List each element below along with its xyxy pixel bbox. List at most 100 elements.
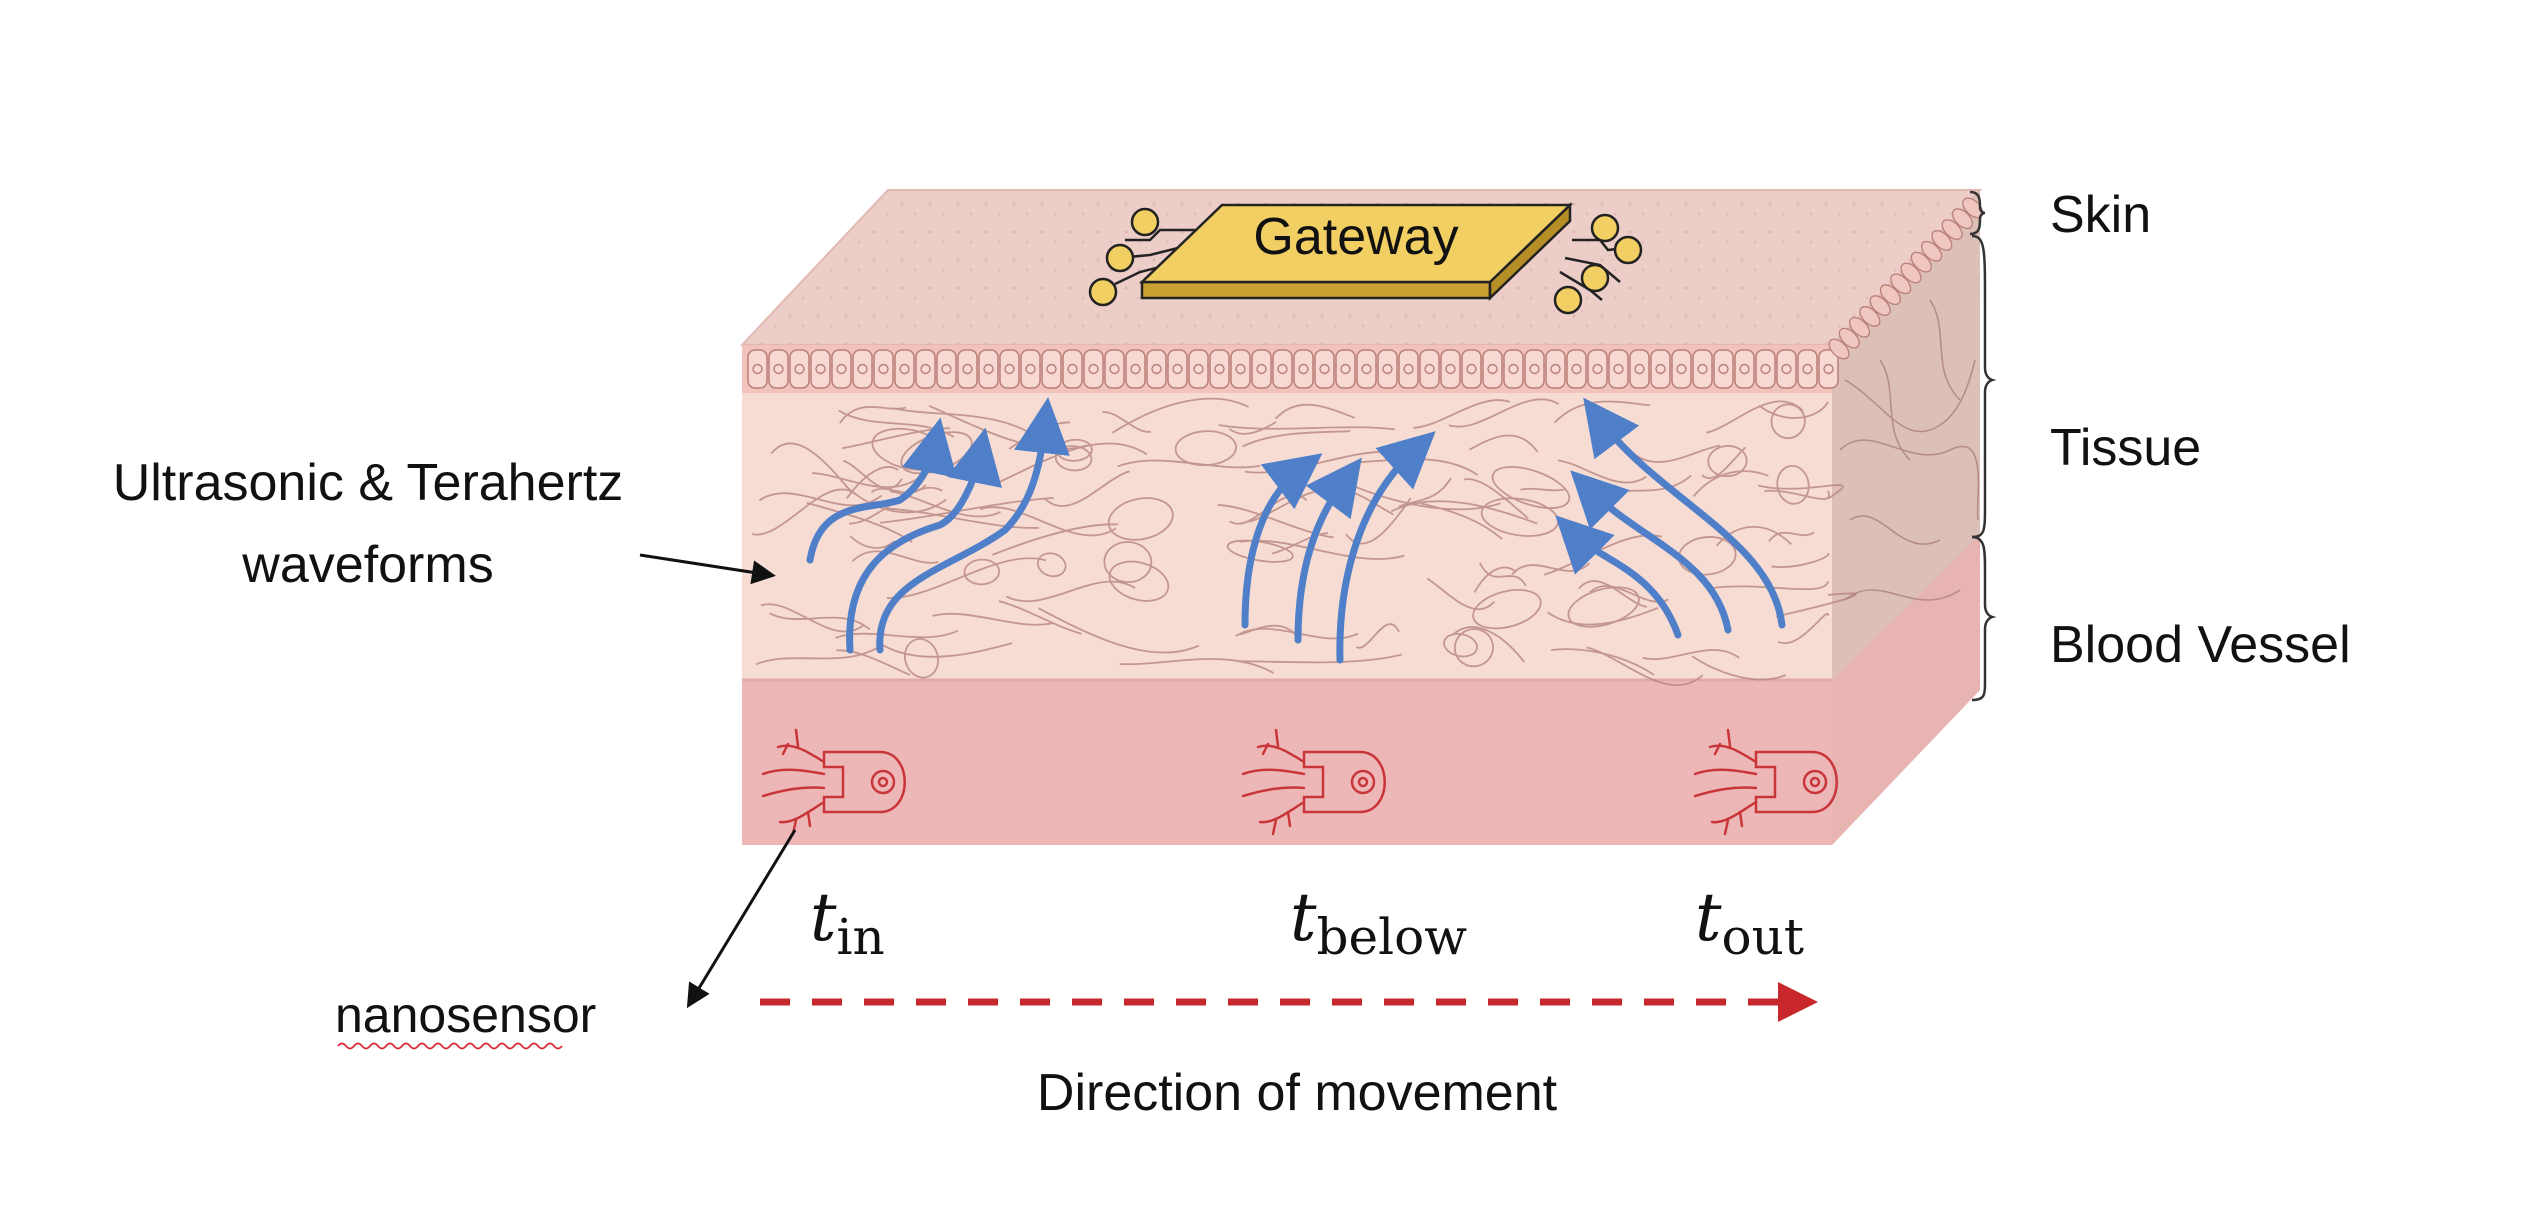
wave-arrow [1555,515,1682,639]
side-cell [1879,284,1901,306]
skin-cell [747,349,768,389]
nanosensors [761,728,1838,836]
skin-cell [1440,349,1461,389]
blood-vessel-label: Blood Vessel [2050,616,2351,674]
time-out-base: t [1695,879,1722,956]
time-below-base: t [1290,879,1317,956]
skin-cell [1314,349,1335,389]
skin-cell [1818,349,1839,389]
skin-cell [1083,349,1104,389]
skin-cell [1776,349,1797,389]
skin-cell [1335,349,1356,389]
movement-arrow-head [1778,982,1818,1022]
time-label-below: tbelow [1290,879,1467,966]
skin-cell-layer [742,345,1839,393]
skin-cell [852,349,873,389]
skin-cell [1209,349,1230,389]
wave-arrow [1241,453,1323,629]
skin-label: Skin [2050,186,2151,244]
skin-cell [1734,349,1755,389]
side-cell [1890,273,1912,295]
time-label-in: tin [810,879,885,966]
skin-cell [768,349,789,389]
side-cell [1838,327,1860,349]
nanosensor-icon [1241,728,1386,836]
skin-cell [1671,349,1692,389]
skin-cell [1146,349,1167,389]
skin-cell [1356,349,1377,389]
blood-vessel-brace [1971,535,1997,702]
blood-vessel-front-face [742,680,1832,845]
gateway-device: Gateway [1088,202,1643,315]
skin-cell [1020,349,1041,389]
skin-cell [1377,349,1398,389]
time-below-sub: below [1317,908,1468,966]
skin-cell [1125,349,1146,389]
skin-brace [1969,190,1986,236]
time-in-sub: in [837,908,885,966]
waveforms-pointer [639,553,776,585]
side-cell [1931,230,1953,251]
skin-cell [936,349,957,389]
side-cell [1941,219,1963,240]
wave-arrow [1583,397,1786,629]
movement-label: Direction of movement [1037,1064,1558,1122]
skin-cell [1188,349,1209,389]
side-cell [1910,251,1932,273]
time-label-out: tout [1695,879,1804,966]
skin-cell [1251,349,1272,389]
skin-cell [1545,349,1566,389]
wave-arrow [1294,457,1362,644]
gateway-pads [1088,207,1643,315]
skin-cell [789,349,810,389]
skin-cell [957,349,978,389]
waveforms-label-line2: waveforms [241,536,493,594]
nanosensor-pointer [686,829,797,1009]
tissue-fibers [751,397,1857,687]
side-cell [1900,262,1922,284]
skin-cell [1608,349,1629,389]
time-out-sub: out [1722,908,1804,966]
wave-arrow [846,427,1002,654]
skin-cell [1524,349,1545,389]
skin-cell [978,349,999,389]
skin-cell [915,349,936,389]
side-cell [1828,338,1850,360]
waveforms-label-line1: Ultrasonic & Terahertz [113,454,624,512]
time-in-base: t [810,879,837,956]
skin-cell [999,349,1020,389]
wave-arrow [876,397,1070,654]
side-fibers [1839,299,1980,601]
skin-cell [1692,349,1713,389]
side-cell [1859,306,1881,327]
spellcheck-underline [337,1042,563,1050]
skin-cell [810,349,831,389]
skin-cell [873,349,894,389]
skin-cell [1566,349,1587,389]
side-cell-layer [1828,197,1984,360]
skin-cell [1062,349,1083,389]
blood-side-face [1832,535,1980,845]
skin-cell [1629,349,1650,389]
wave-arrow [806,417,957,564]
skin-cell [1104,349,1125,389]
skin-cell [831,349,852,389]
skin-cell [1650,349,1671,389]
waveform-arrows [806,397,1786,664]
skin-cell [1419,349,1440,389]
side-cell [1849,316,1871,338]
skin-cell [1482,349,1503,389]
side-cell [1951,208,1973,230]
skin-cell [1272,349,1293,389]
nanosensor-icon [1693,728,1838,836]
wave-arrow [1570,470,1732,634]
nanosensor-label: nanosensor [335,987,596,1043]
skin-cell [1230,349,1251,389]
skin-cell [1167,349,1188,389]
layer-braces [1969,190,1997,702]
side-cell [1921,240,1943,262]
wave-arrow [1336,431,1436,664]
tissue-brace [1971,234,1997,539]
skin-cell [1503,349,1524,389]
